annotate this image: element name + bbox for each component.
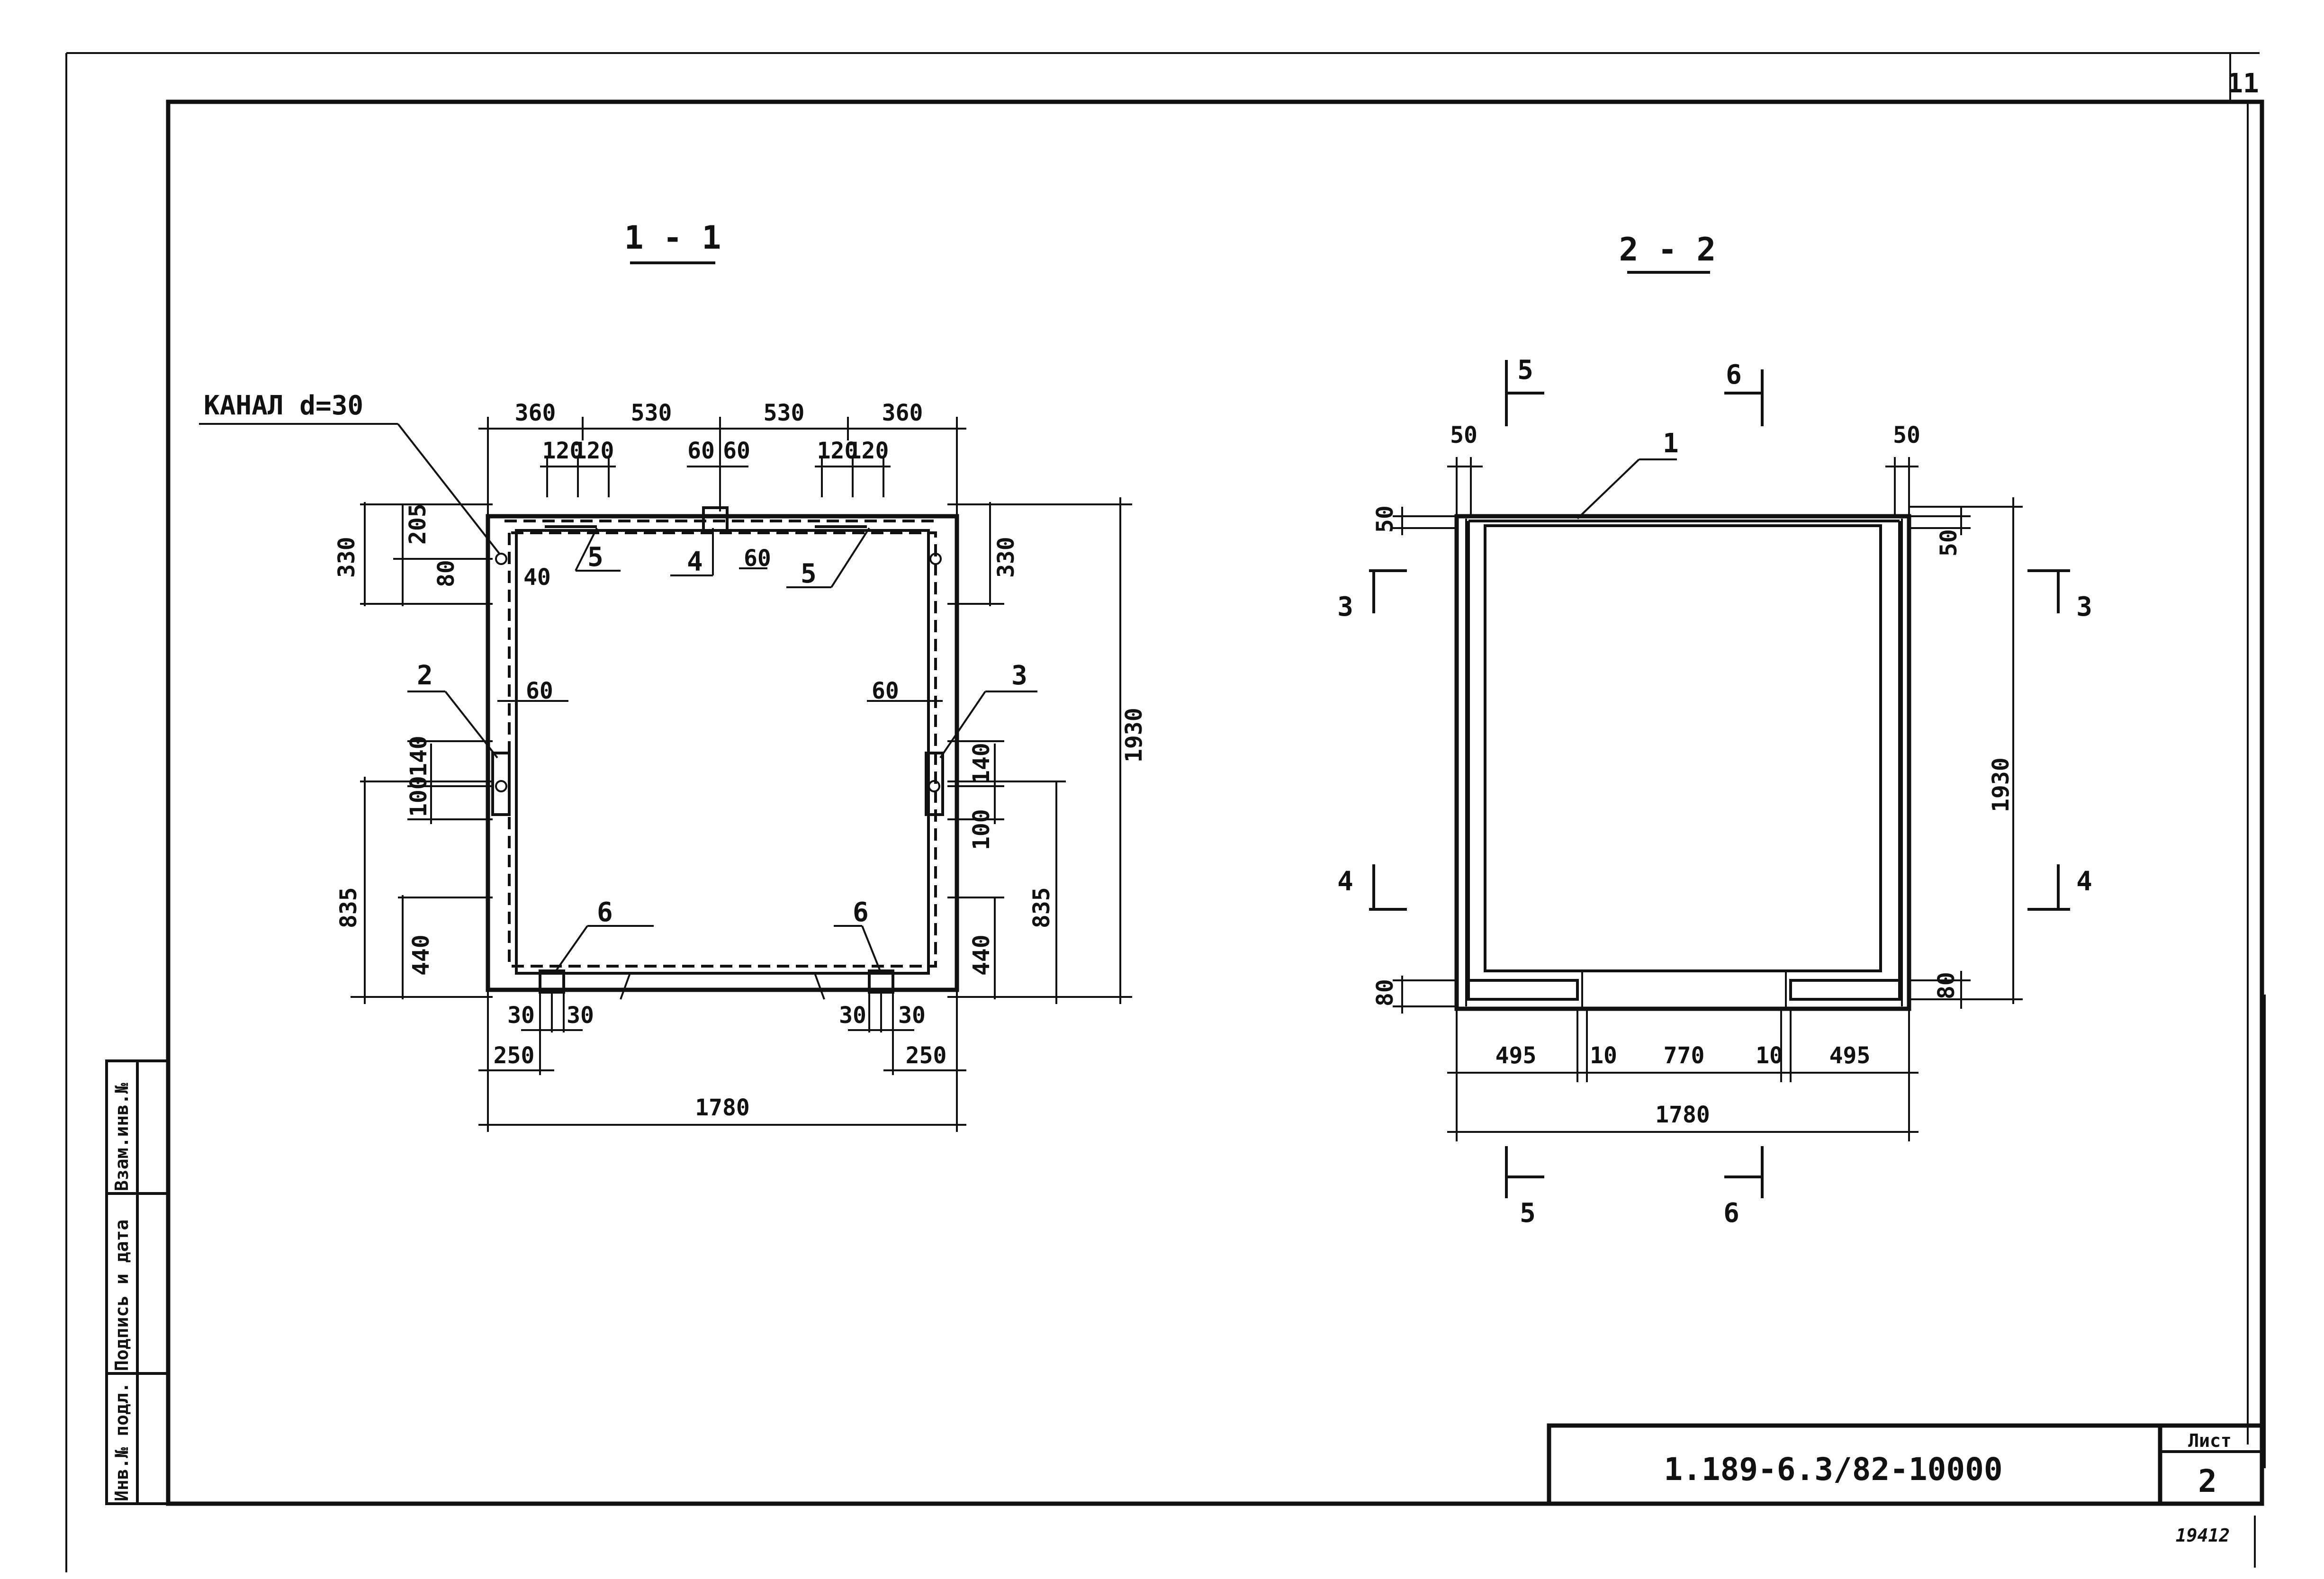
section-2-2: 2 - 2 1 50 50 50 80 [1337,231,2092,1229]
cut-mark-5-bottom: 5 [1520,1198,1536,1229]
dim-1-1-top-1: 530 [631,400,672,426]
callout-1-1-0: 2 [417,660,433,691]
dim-1-1-top-0: 360 [515,400,556,426]
dim-1-1-sub-2: 60 [687,438,715,464]
dim-1-1-left-5: 100 [405,776,432,817]
callout-2-2-1: 1 [1663,428,1679,459]
sheet-label: Лист [2188,1430,2232,1451]
section-1-1: 1 - 1 360 530 530 360 [199,219,1147,1132]
title-block [1547,1423,2264,1506]
dim-1-1-right-3: 100 [968,809,995,850]
section-1-1-title: 1 - 1 [624,219,721,257]
section-2-2-title: 2 - 2 [1619,231,1716,269]
cut-mark-6-top: 6 [1726,359,1742,390]
dim-1-1-bottom-2: 250 [494,1042,535,1069]
section-2-2-reinforcement [1467,520,1901,999]
dim-1-1-left-2: 80 [433,560,459,587]
dim-1-1-left-7: 440 [408,934,434,976]
dim-1-1-bottom-3: 30 [839,1002,866,1029]
embedded-part-2 [491,752,511,816]
dim-1-1-right-1: 1930 [1121,708,1147,763]
cut-mark-3-left: 3 [1337,592,1353,622]
dim-2-2-right-1: 1930 [1988,757,2014,812]
callout-1-1-1: 3 [1011,660,1027,691]
dim-1-1-bottom-6: 1780 [695,1095,750,1121]
dim-1-1-left-0: 205 [405,503,431,545]
cut-mark-3-right: 3 [2076,592,2092,622]
dim-2-2-bottom-0: 495 [1495,1042,1537,1069]
embedded-part-3 [925,752,944,816]
sheet-frame [65,52,2266,1572]
stamp-field-vzam-inv: Взам.инв.№ [111,1083,132,1191]
section-2-2-outer-contour [1454,514,1911,1011]
callout-1-1-6: 6 [853,897,869,928]
callout-1-1-2: 4 [687,547,703,577]
dim-1-1-left-4: 140 [405,736,432,777]
approval-stamp [105,1059,170,1505]
dim-1-1-inner-1: 60 [526,678,553,704]
cut-mark-6-bottom: 6 [1723,1198,1739,1229]
dim-1-1-sub-0: 120 [542,438,584,464]
dim-1-1-inner-0: 60 [744,545,771,572]
channel-label: КАНАЛ d=30 [204,390,363,421]
dim-2-2-bottom-5: 1780 [1655,1102,1710,1128]
callout-1-1-5: 6 [597,897,613,928]
dim-1-1-top-3: 360 [882,400,923,426]
cut-mark-4-right: 4 [2076,866,2092,897]
dim-1-1-right-0: 330 [993,537,1019,578]
dim-1-1-bottom-0: 30 [507,1002,535,1029]
dim-1-1-right-4: 835 [1028,887,1055,928]
dim-1-1-left-1: 330 [333,537,360,578]
dim-2-2-left-0: 50 [1372,505,1398,533]
dim-1-1-top-2: 530 [764,400,805,426]
section-2-2-inner-contour [1484,524,1882,972]
dim-2-2-bottom-1: 10 [1590,1042,1617,1069]
dim-1-1-bottom-1: 30 [567,1002,594,1029]
bottom-pocket-right [1789,979,1901,1001]
dim-1-1-right-5: 440 [968,934,995,976]
sheet-number: 2 [2198,1463,2217,1499]
bottom-pocket-left [1467,979,1579,1001]
dim-2-2-top-1: 50 [1893,422,1920,449]
dim-1-1-sub-5: 120 [848,438,889,464]
handwritten-note: 19412 [2176,1525,2230,1546]
stamp-field-inv-podl: Инв.№ подл. [111,1382,132,1501]
cut-mark-5-top: 5 [1517,355,1533,386]
stamp-field-signature-date: Подпись и дата [111,1220,132,1371]
dim-2-2-right-0: 50 [1936,529,1962,556]
drawing-code: 1.189-6.3/82-10000 [1664,1451,2002,1488]
section-1-1-outer-contour [486,514,959,992]
cut-mark-4-left: 4 [1337,866,1353,897]
embedded-part-4 [702,506,729,532]
dim-2-2-bottom-3: 10 [1756,1042,1783,1069]
dim-1-1-sub-1: 120 [573,438,614,464]
section-1-1-reinforcement [508,531,937,968]
dim-1-1-left-3: 40 [523,564,551,591]
callout-1-1-4: 5 [801,558,817,589]
dim-2-2-bottom-4: 495 [1829,1042,1871,1069]
corner-sheet-number: 11 [2227,68,2259,99]
dim-1-1-bottom-5: 250 [906,1042,947,1069]
dim-1-1-inner-2: 60 [872,678,899,704]
dim-1-1-bottom-4: 30 [898,1002,926,1029]
dim-1-1-left-6: 835 [335,887,362,928]
callout-1-1-3: 5 [587,542,604,573]
dim-2-2-bottom-2: 770 [1664,1042,1705,1069]
dim-2-2-right-2: 80 [1933,972,1960,999]
dim-1-1-sub-3: 60 [723,438,750,464]
dim-2-2-top-0: 50 [1450,422,1477,449]
dim-1-1-right-2: 140 [968,743,995,784]
dim-2-2-left-1: 80 [1372,979,1398,1006]
dim-1-1-sub-4: 120 [817,438,858,464]
